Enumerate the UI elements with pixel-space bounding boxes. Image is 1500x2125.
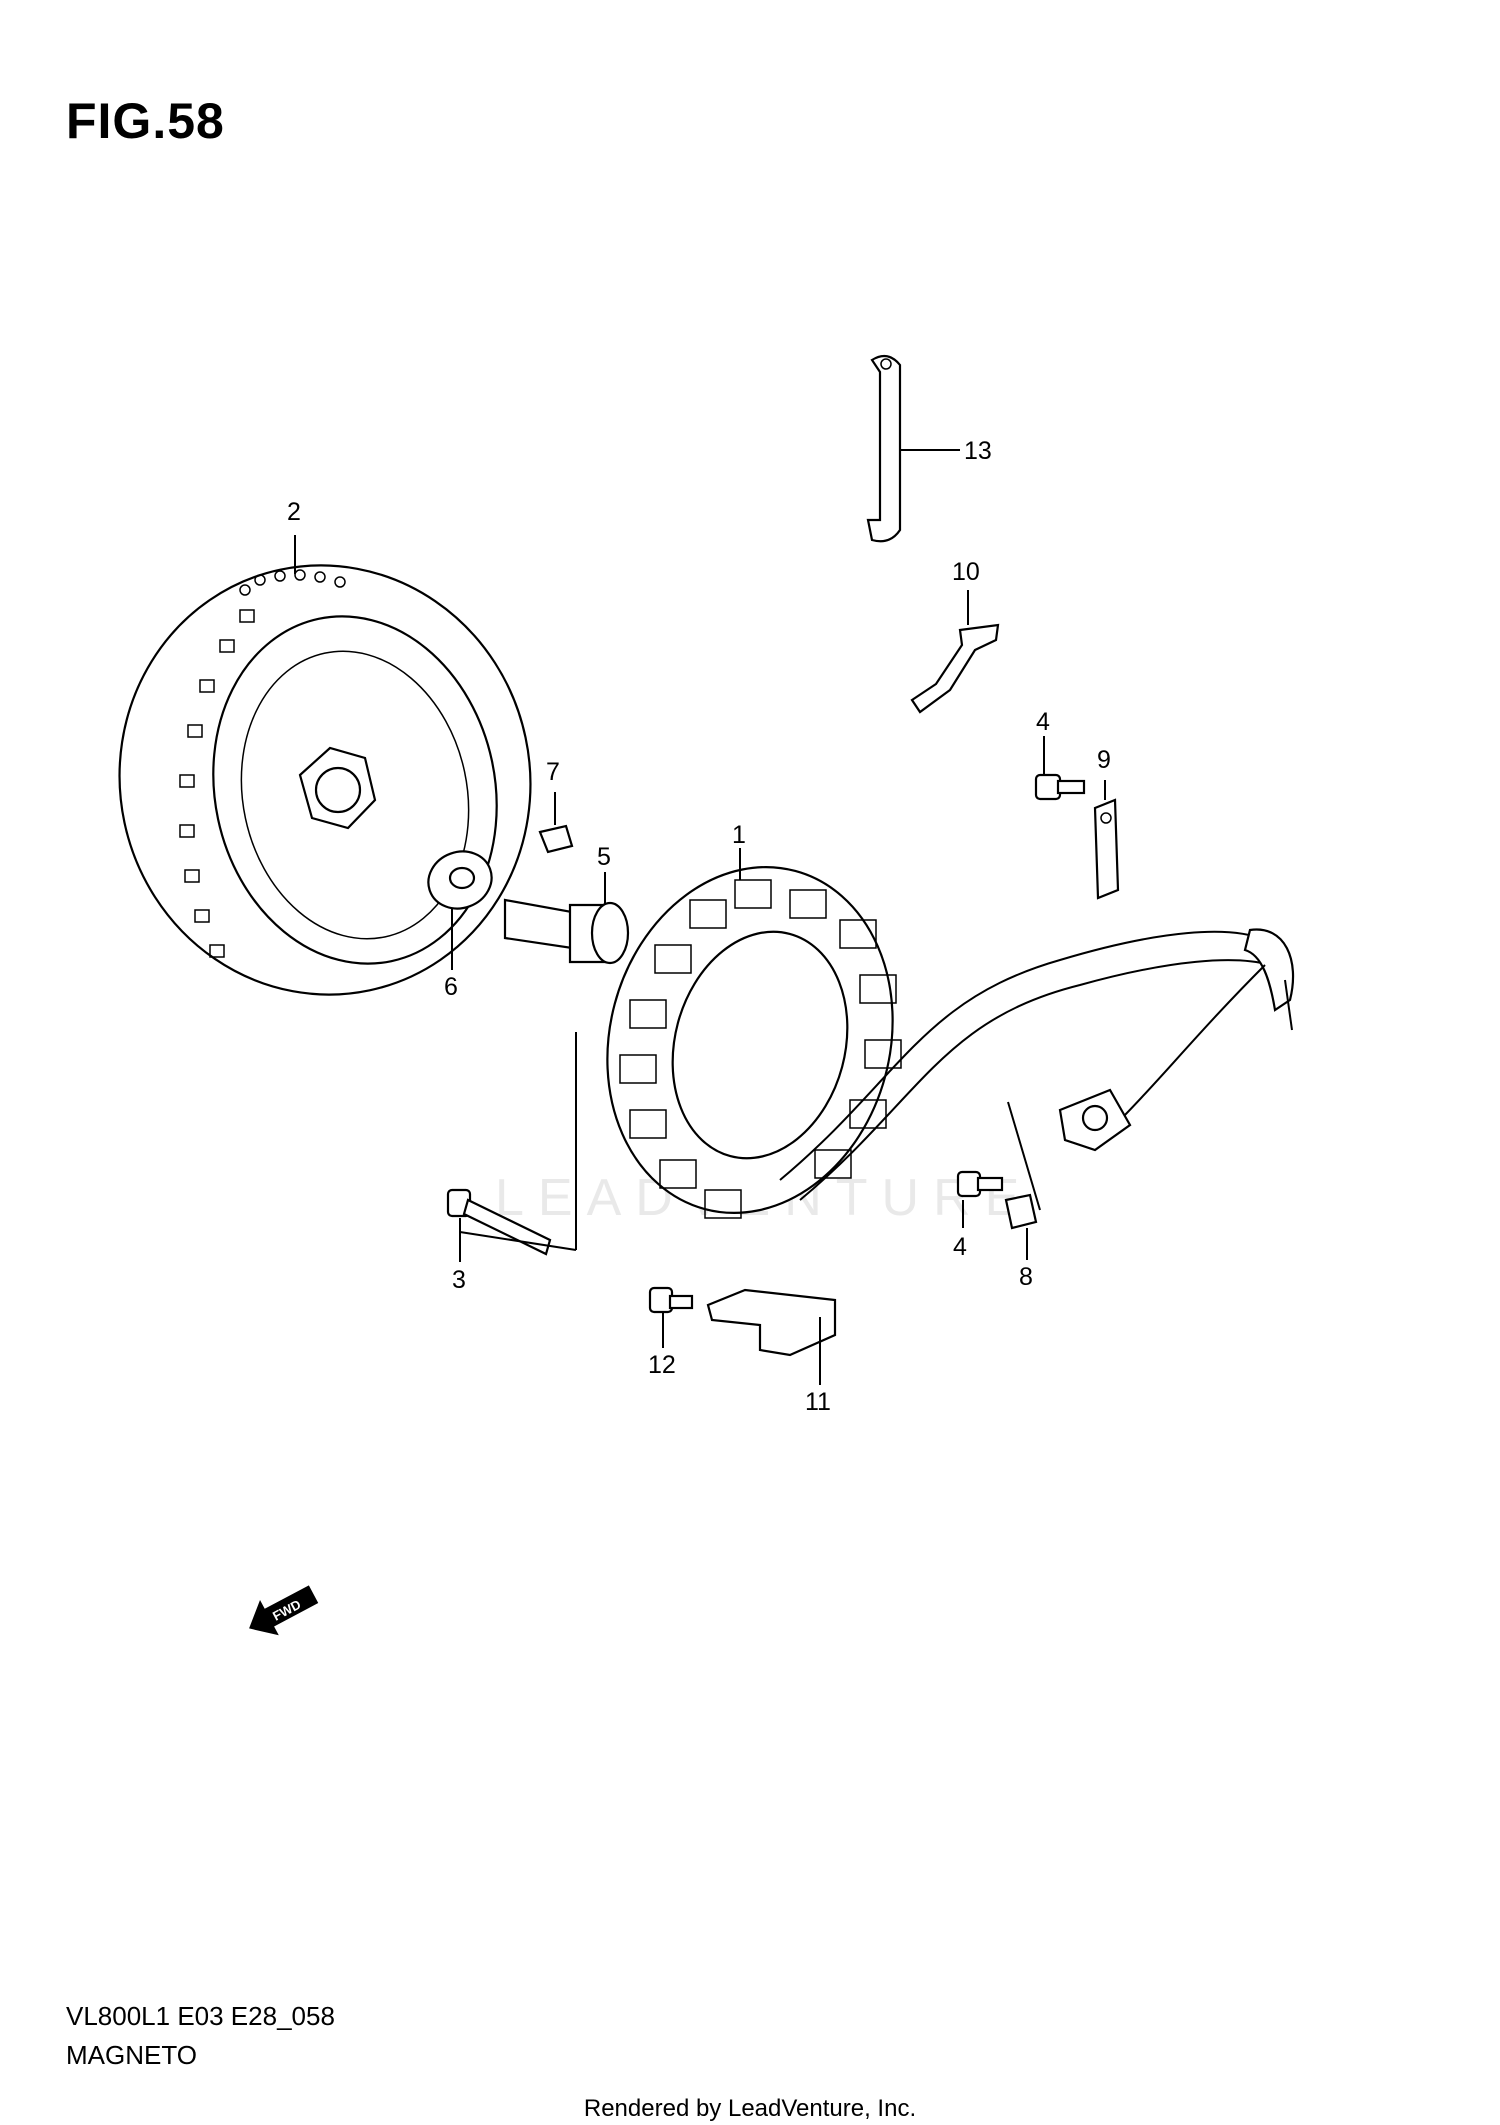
callout-8: 8 <box>1019 1263 1033 1291</box>
callout-4-lower: 4 <box>953 1233 967 1261</box>
callout-10: 10 <box>952 558 980 586</box>
plate-9-part[interactable] <box>1093 798 1120 900</box>
washer-part[interactable] <box>420 843 499 918</box>
key-part[interactable] <box>538 824 574 854</box>
callout-2: 2 <box>287 498 301 526</box>
screw-12-part[interactable] <box>648 1286 694 1314</box>
callout-13: 13 <box>964 437 992 465</box>
stator-bolt-3-part[interactable] <box>446 1188 552 1256</box>
callout-4-upper: 4 <box>1036 708 1050 736</box>
screw-4-upper-part[interactable] <box>1034 773 1086 801</box>
rotor-part[interactable] <box>80 527 570 1033</box>
callout-5: 5 <box>597 843 611 871</box>
stator-part[interactable] <box>569 835 930 1246</box>
figure-name: MAGNETO <box>66 2040 197 2070</box>
forward-arrow-icon: FWD <box>249 1585 319 1636</box>
callout-3: 3 <box>452 1266 466 1294</box>
callout-1: 1 <box>732 821 746 849</box>
callout-9: 9 <box>1097 746 1111 774</box>
screw-4-lower-part[interactable] <box>956 1170 1004 1198</box>
figure-title: FIG.58 <box>66 93 225 149</box>
leader-lines <box>294 449 1106 1385</box>
callout-7: 7 <box>546 758 560 786</box>
plate-8-part[interactable] <box>1004 1193 1038 1230</box>
wiring-harness <box>779 928 1295 1201</box>
footer-credit: Rendered by LeadVenture, Inc. <box>583 2095 917 2122</box>
figure-code: VL800L1 E03 E28_058 <box>66 2001 335 2031</box>
clamp-13-part[interactable] <box>866 354 902 543</box>
callout-12: 12 <box>648 1351 676 1379</box>
clamp-10-part[interactable] <box>910 623 1000 714</box>
callout-6: 6 <box>444 973 458 1001</box>
rotor-bolt-part[interactable] <box>503 898 630 965</box>
callout-11: 11 <box>805 1388 831 1416</box>
bracket-11-part[interactable] <box>706 1288 837 1357</box>
